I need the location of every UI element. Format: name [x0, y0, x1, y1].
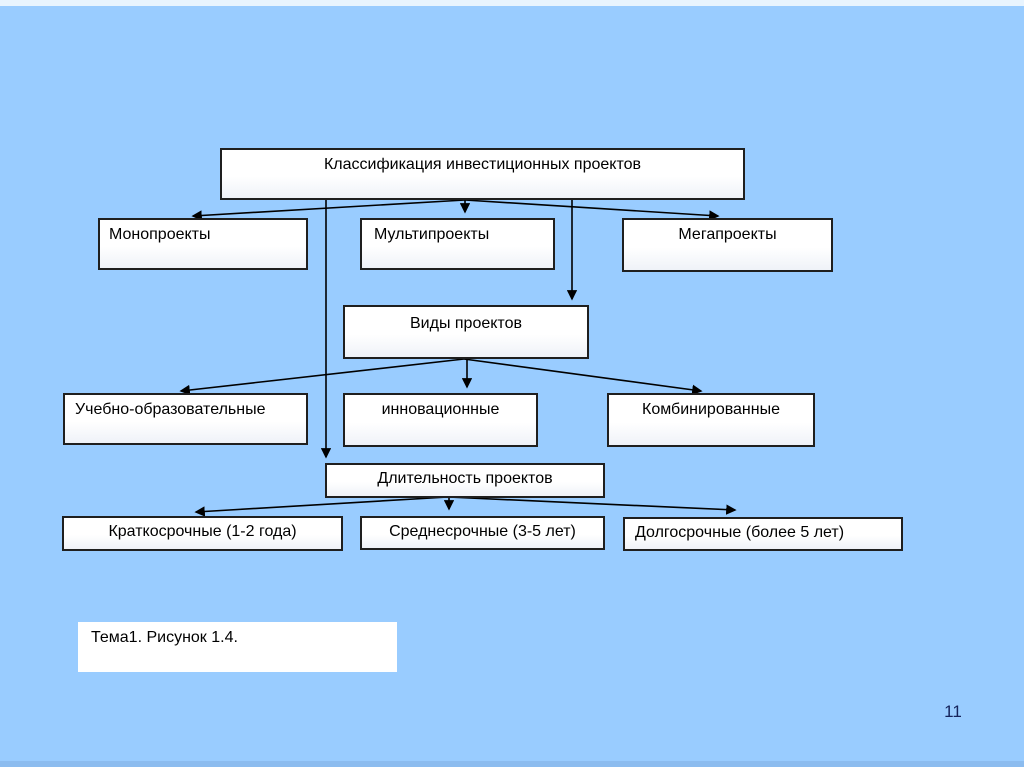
node-multiprojects-label: Мультипроекты — [374, 226, 490, 243]
node-medium-term: Среднесрочные (3-5 лет) — [360, 516, 605, 550]
connector-types-educational — [179, 358, 465, 396]
node-project-types-label: Виды проектов — [410, 315, 522, 332]
figure-caption: Тема1. Рисунок 1.4. — [78, 622, 397, 672]
node-innovative: инновационные — [343, 393, 538, 447]
slide-bottom-band — [0, 761, 1024, 767]
connector-duration-short — [194, 496, 449, 517]
node-long-term: Долгосрочные (более 5 лет) — [623, 517, 903, 551]
node-monoprojects-label: Монопроекты — [109, 226, 211, 243]
node-megaprojects-label: Мегапроекты — [678, 226, 777, 243]
node-educational-label: Учебно-образовательные — [75, 401, 266, 418]
node-short-term: Краткосрочные (1-2 года) — [62, 516, 343, 551]
connector-root-monoprojects — [191, 199, 466, 221]
node-megaprojects: Мегапроекты — [622, 218, 833, 272]
slide-top-strip — [0, 0, 1024, 6]
node-educational: Учебно-образовательные — [63, 393, 308, 445]
node-combined: Комбинированные — [607, 393, 815, 447]
connector-root-megaprojects — [464, 199, 720, 221]
node-project-duration-label: Длительность проектов — [377, 470, 553, 487]
page-number: 11 — [944, 702, 962, 721]
node-classification: Классификация инвестиционных проектов — [220, 148, 745, 200]
node-short-term-label: Краткосрочные (1-2 года) — [108, 523, 297, 540]
node-classification-label: Классификация инвестиционных проектов — [323, 156, 641, 173]
node-medium-term-label: Среднесрочные (3-5 лет) — [389, 523, 576, 540]
connector-duration-long — [447, 496, 737, 515]
node-long-term-label: Долгосрочные (более 5 лет) — [635, 524, 845, 541]
figure-caption-label: Тема1. Рисунок 1.4. — [91, 629, 238, 646]
node-monoprojects: Монопроекты — [98, 218, 308, 270]
node-project-types: Виды проектов — [343, 305, 589, 359]
node-combined-label: Комбинированные — [642, 401, 780, 418]
node-multiprojects: Мультипроекты — [360, 218, 555, 270]
node-project-duration: Длительность проектов — [325, 463, 605, 498]
node-innovative-label: инновационные — [381, 401, 500, 418]
connector-types-combined — [463, 358, 703, 395]
